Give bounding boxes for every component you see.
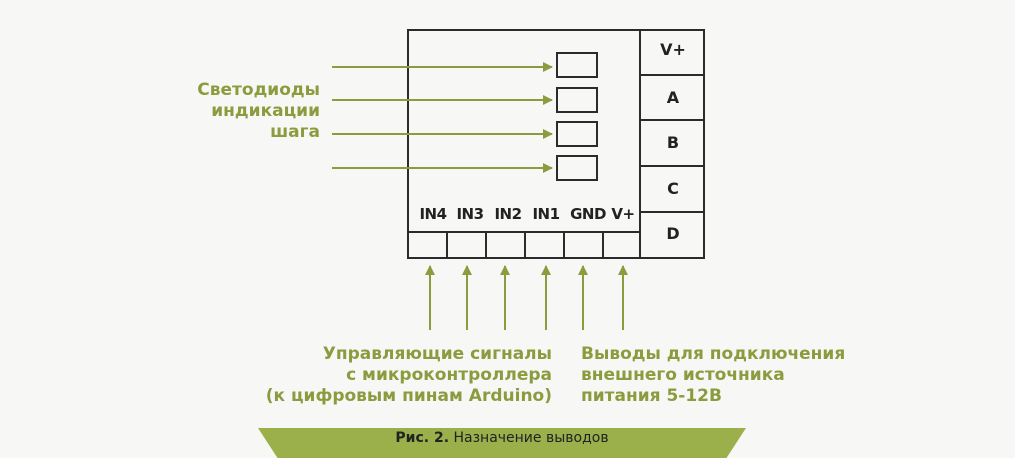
power-description-line: внешнего источника bbox=[581, 365, 785, 385]
terminal-label-a: A bbox=[666, 88, 680, 107]
figure-caption: Рис. 2. Назначение выводов bbox=[258, 430, 746, 446]
pin-label-in3: IN3 bbox=[456, 205, 484, 223]
led-4 bbox=[556, 155, 598, 181]
diagram-graphics bbox=[332, 29, 705, 330]
control-description-line: с микроконтроллера bbox=[346, 365, 552, 385]
led-description-line: шага bbox=[270, 122, 320, 142]
caption-prefix: Рис. 2. bbox=[395, 430, 450, 446]
pin-label-gnd: GND bbox=[570, 205, 606, 223]
terminal-label-d: D bbox=[666, 224, 680, 243]
terminal-label-b: B bbox=[666, 133, 680, 152]
pin-label-in1: IN1 bbox=[532, 205, 560, 223]
power-description-line: питания 5-12В bbox=[581, 386, 722, 406]
led-description-line: Светодиоды bbox=[197, 80, 320, 100]
terminal-label-c: C bbox=[667, 179, 679, 198]
led-2 bbox=[556, 87, 598, 113]
terminal-label-vplus: V+ bbox=[660, 40, 686, 59]
control-description-line: (к цифровым пинам Arduino) bbox=[265, 386, 552, 406]
led-3 bbox=[556, 121, 598, 147]
led-description-line: индикации bbox=[211, 101, 320, 121]
pin-label-in4: IN4 bbox=[419, 205, 447, 223]
power-pins-description: Выводы для подключения внешнего источник… bbox=[581, 344, 911, 407]
pin-label-in2: IN2 bbox=[494, 205, 522, 223]
power-description-line: Выводы для подключения bbox=[581, 344, 846, 364]
caption-text: Назначение выводов bbox=[453, 430, 609, 446]
pin-label-vplus: V+ bbox=[611, 205, 635, 223]
led-description: Светодиоды индикации шага bbox=[120, 80, 320, 143]
pinout-diagram: V+ A B C D IN4 IN3 IN2 IN1 GND V+ Светод… bbox=[120, 29, 911, 458]
control-signals-description: Управляющие сигналы с микроконтроллера (… bbox=[220, 344, 552, 407]
led-1 bbox=[556, 52, 598, 78]
control-description-line: Управляющие сигналы bbox=[322, 344, 552, 364]
